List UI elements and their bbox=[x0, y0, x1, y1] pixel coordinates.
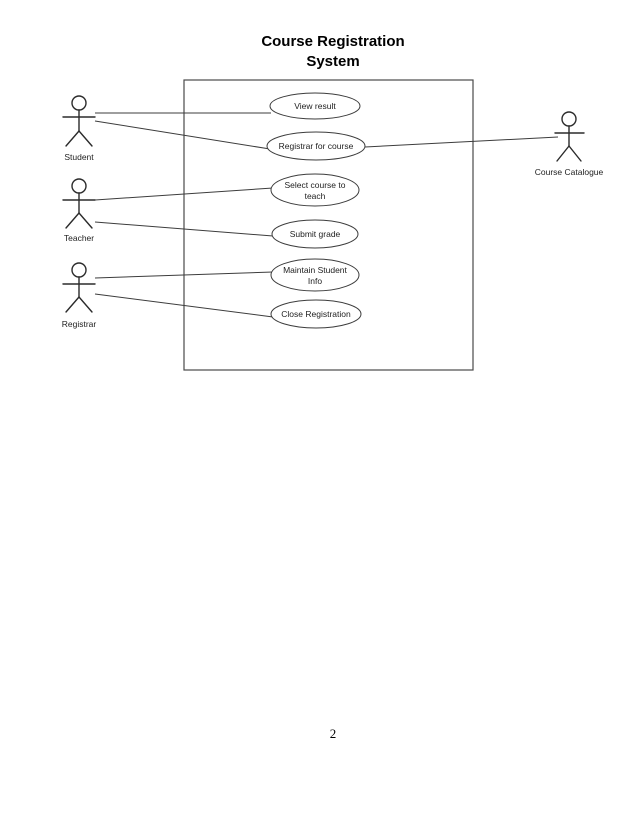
actor-stick-figure-icon bbox=[554, 111, 585, 162]
actor-label: Teacher bbox=[64, 233, 94, 243]
page-number: 2 bbox=[330, 726, 337, 741]
actor-student[interactable]: Student bbox=[62, 95, 96, 162]
association-student-registrar-for-course[interactable] bbox=[94, 120, 271, 150]
use-case-label: Close Registration bbox=[281, 309, 351, 319]
actor-label: Registrar bbox=[62, 319, 97, 329]
actor-stick-figure-icon bbox=[62, 262, 96, 313]
use-case-registrar-for-course[interactable]: Registrar for course bbox=[266, 131, 366, 161]
association-lines bbox=[94, 112, 559, 318]
use-case-label: View result bbox=[294, 101, 336, 111]
association-teacher-submit-grade[interactable] bbox=[94, 221, 274, 237]
use-case-ellipse[interactable] bbox=[269, 92, 361, 120]
diagram-title: Course Registration System bbox=[261, 33, 404, 70]
use-case-label-line-2: Info bbox=[308, 276, 322, 286]
use-case-ellipse[interactable] bbox=[271, 219, 359, 249]
use-case-submit-grade[interactable]: Submit grade bbox=[271, 219, 359, 249]
title-line-2: System bbox=[306, 53, 359, 70]
association-registrar-close-registration[interactable] bbox=[94, 293, 274, 318]
use-case-ellipse[interactable] bbox=[270, 299, 362, 329]
use-case-label-line-1: Maintain Student bbox=[283, 265, 347, 275]
actor-label: Student bbox=[64, 152, 94, 162]
system-boundary-box bbox=[183, 79, 474, 371]
association-teacher-select-course-to-teach[interactable] bbox=[94, 187, 274, 201]
association-registrar-for-course-course-catalogue[interactable] bbox=[364, 136, 559, 148]
use-case-label-line-1: Select course to bbox=[285, 180, 346, 190]
actor-course-catalogue[interactable]: Course Catalogue bbox=[535, 111, 604, 177]
actor-registrar[interactable]: Registrar bbox=[62, 262, 97, 329]
association-registrar-maintain-student-info[interactable] bbox=[94, 271, 274, 279]
use-case-label: Registrar for course bbox=[279, 141, 354, 151]
use-case-ellipse[interactable] bbox=[270, 173, 360, 207]
use-case-label: Submit grade bbox=[290, 229, 341, 239]
use-case-label-line-2: teach bbox=[305, 191, 326, 201]
actor-teacher[interactable]: Teacher bbox=[62, 178, 96, 243]
use-case-select-course-to-teach[interactable]: Select course to teach bbox=[270, 173, 360, 207]
use-case-ellipse[interactable] bbox=[270, 258, 360, 292]
actor-stick-figure-icon bbox=[62, 178, 96, 229]
use-case-maintain-student-info[interactable]: Maintain Student Info bbox=[270, 258, 360, 292]
use-case-view-result[interactable]: View result bbox=[269, 92, 361, 120]
use-case-close-registration[interactable]: Close Registration bbox=[270, 299, 362, 329]
actor-stick-figure-icon bbox=[62, 95, 96, 147]
use-case-ellipse[interactable] bbox=[266, 131, 366, 161]
title-line-1: Course Registration bbox=[261, 33, 404, 50]
actor-label: Course Catalogue bbox=[535, 167, 604, 177]
